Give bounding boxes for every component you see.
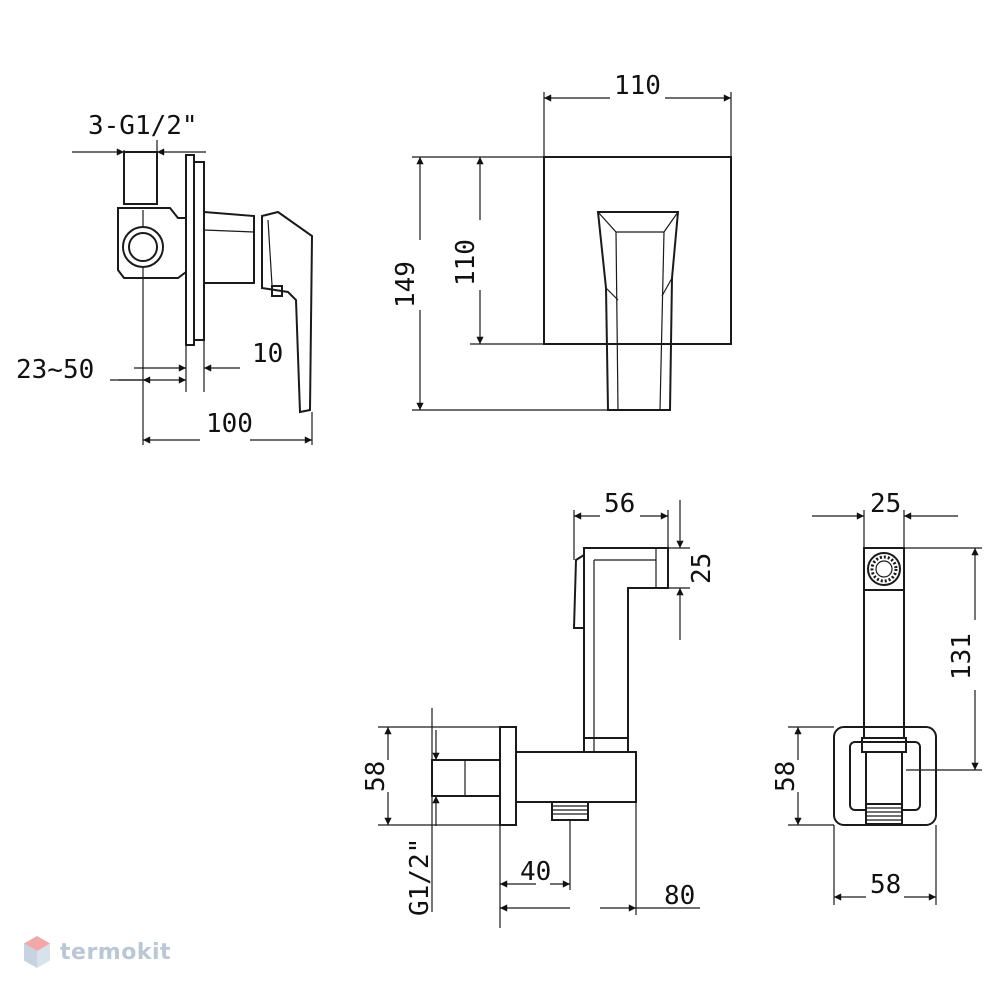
head-width-label: 25	[870, 489, 901, 519]
connector-height-label: 58	[361, 761, 391, 792]
brand-watermark: termokit	[22, 934, 171, 970]
holder-side-view	[431, 547, 669, 826]
mixer-front-view	[543, 156, 732, 411]
holder-head-label: 25	[687, 553, 717, 584]
holder-side-dimensions: 56 25 58 G1/2" 40 80	[361, 489, 717, 928]
thread-side-label: G1/2"	[405, 838, 435, 916]
base-height-label: 58	[771, 761, 801, 792]
mixer-front-dimensions: 110 110 149	[391, 71, 732, 411]
mixer-side-dimensions: 3-G1/2" 23~50 10 100	[16, 111, 313, 445]
shower-length-label: 131	[947, 633, 977, 680]
brand-name: termokit	[60, 939, 172, 965]
base-width-label: 58	[870, 870, 901, 900]
wall-depth-label: 23~50	[16, 355, 94, 385]
holder-front-dimensions: 25 131 58 58	[771, 489, 982, 905]
mixer-side-view	[117, 151, 314, 414]
plate-width-label: 110	[614, 71, 661, 101]
mixer-height-label: 149	[391, 261, 421, 308]
holder-front-view	[833, 547, 937, 826]
plate-gap-label: 10	[252, 339, 283, 369]
mixer-depth-label: 100	[206, 409, 253, 439]
holder-width-label: 56	[604, 489, 635, 519]
outlet-offset-label: 40	[520, 857, 551, 887]
plate-height-label: 110	[451, 239, 481, 286]
hexagon-logo-icon	[24, 936, 50, 968]
connector-depth-label: 80	[664, 881, 695, 911]
threads-label: 3-G1/2"	[88, 111, 198, 141]
